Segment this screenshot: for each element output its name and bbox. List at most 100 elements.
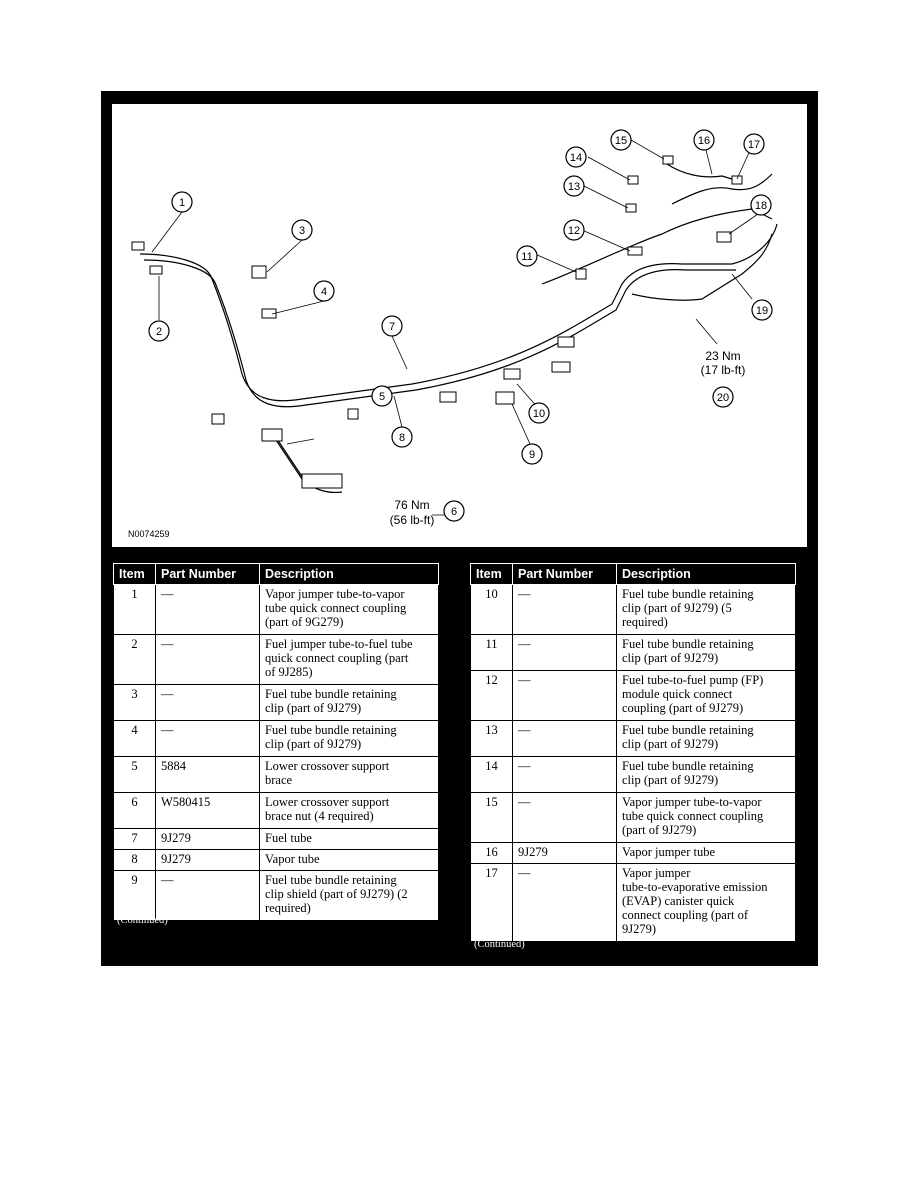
description-cell: Fuel tube bundle retaining clip (part of… — [616, 584, 796, 635]
header-item: Item — [470, 563, 513, 585]
callout-circle — [371, 385, 393, 407]
table-row: 4—Fuel tube bundle retaining clip (part … — [113, 720, 439, 757]
table-body-right: 10—Fuel tube bundle retaining clip (part… — [470, 584, 796, 942]
callout-circle — [391, 426, 413, 448]
header-description: Description — [616, 563, 796, 585]
parts-table-left: Item Part Number Description 1—Vapor jum… — [113, 563, 439, 921]
callout-label: 16 — [698, 135, 710, 147]
continued-note-left: (Continued) — [117, 915, 168, 926]
part-number-cell: — — [155, 584, 260, 635]
item-cell: 9 — [113, 870, 156, 921]
item-cell: 14 — [470, 756, 513, 793]
callout-label: 17 — [748, 139, 760, 151]
torque-20-nm: 23 Nm — [705, 349, 740, 363]
item-cell: 4 — [113, 720, 156, 757]
table-row: 15—Vapor jumper tube-to-vapor tube quick… — [470, 792, 796, 843]
item-cell: 12 — [470, 670, 513, 721]
description-cell: Fuel tube bundle retaining clip (part of… — [259, 720, 439, 757]
callout-circle — [516, 245, 538, 267]
callout-circle — [313, 280, 335, 302]
callout-label: 4 — [321, 286, 327, 298]
table-row: 10—Fuel tube bundle retaining clip (part… — [470, 584, 796, 635]
item-cell: 8 — [113, 849, 156, 871]
table-body-left: 1—Vapor jumper tube-to-vapor tube quick … — [113, 584, 439, 921]
item-cell: 13 — [470, 720, 513, 757]
callout-circle — [171, 191, 193, 213]
table-row: 17—Vapor jumper tube-to-evaporative emis… — [470, 863, 796, 942]
part-number-cell: 9J279 — [512, 842, 617, 864]
part-number-cell: — — [512, 720, 617, 757]
callout-label: 9 — [529, 449, 535, 461]
table-row: 9—Fuel tube bundle retaining clip shield… — [113, 870, 439, 921]
description-cell: Fuel tube bundle retaining clip (part of… — [616, 634, 796, 671]
item-cell: 5 — [113, 756, 156, 793]
description-cell: Fuel tube bundle retaining clip shield (… — [259, 870, 439, 921]
part-number-cell: — — [512, 634, 617, 671]
description-cell: Fuel tube-to-fuel pump (FP) module quick… — [616, 670, 796, 721]
item-cell: 11 — [470, 634, 513, 671]
callout-label: 12 — [568, 225, 580, 237]
callout-circle — [712, 386, 734, 408]
table-row: 1—Vapor jumper tube-to-vapor tube quick … — [113, 584, 439, 635]
torque-20-lbft: (17 lb-ft) — [701, 363, 746, 377]
callout-label: 5 — [379, 391, 385, 403]
callout-circle — [528, 402, 550, 424]
part-number-cell: — — [155, 870, 260, 921]
item-cell: 15 — [470, 792, 513, 843]
description-cell: Fuel tube — [259, 828, 439, 850]
item-cell: 10 — [470, 584, 513, 635]
clip-parts — [131, 155, 743, 489]
callout-label: 15 — [615, 135, 627, 147]
part-number-cell: — — [512, 670, 617, 721]
callout-label: 10 — [533, 408, 545, 420]
callout-circle — [521, 443, 543, 465]
item-cell: 2 — [113, 634, 156, 685]
continued-note-right: (Continued) — [474, 939, 525, 950]
part-number-cell: — — [155, 684, 260, 721]
table-header-row: Item Part Number Description — [470, 563, 796, 585]
header-part-number: Part Number — [512, 563, 617, 585]
table-row: 12—Fuel tube-to-fuel pump (FP) module qu… — [470, 670, 796, 721]
figure-id: N0074259 — [128, 529, 170, 539]
callout-circle — [443, 500, 465, 522]
header-part-number: Part Number — [155, 563, 260, 585]
description-cell: Fuel tube bundle retaining clip (part of… — [259, 684, 439, 721]
description-cell: Lower crossover support brace — [259, 756, 439, 793]
part-number-cell: — — [155, 634, 260, 685]
part-number-cell: 9J279 — [155, 828, 260, 850]
callout-circle — [750, 194, 772, 216]
parts-table-right: Item Part Number Description 10—Fuel tub… — [470, 563, 796, 942]
description-cell: Vapor jumper tube-to-evaporative emissio… — [616, 863, 796, 942]
callout-label: 6 — [451, 506, 457, 518]
description-cell: Vapor jumper tube-to-vapor tube quick co… — [616, 792, 796, 843]
item-cell: 6 — [113, 792, 156, 829]
callout-label: 18 — [755, 200, 767, 212]
torque-6-lbft: (56 lb-ft) — [390, 513, 435, 527]
item-cell: 3 — [113, 684, 156, 721]
callout-label: 2 — [156, 326, 162, 338]
callout-circle — [565, 146, 587, 168]
leader-lines — [151, 139, 759, 516]
callout-circle — [148, 320, 170, 342]
table-row: 14—Fuel tube bundle retaining clip (part… — [470, 756, 796, 793]
part-number-cell: — — [512, 863, 617, 942]
callout-circle — [743, 133, 765, 155]
table-row: 2—Fuel jumper tube-to-fuel tube quick co… — [113, 634, 439, 685]
description-cell: Lower crossover support brace nut (4 req… — [259, 792, 439, 829]
description-cell: Fuel tube bundle retaining clip (part of… — [616, 720, 796, 757]
callout-label: 8 — [399, 432, 405, 444]
callout-label: 11 — [521, 251, 532, 263]
callout-label: 7 — [389, 321, 395, 333]
callout-circle — [381, 315, 403, 337]
part-number-cell: — — [155, 720, 260, 757]
table-row: 11—Fuel tube bundle retaining clip (part… — [470, 634, 796, 671]
description-cell: Fuel jumper tube-to-fuel tube quick conn… — [259, 634, 439, 685]
header-description: Description — [259, 563, 439, 585]
